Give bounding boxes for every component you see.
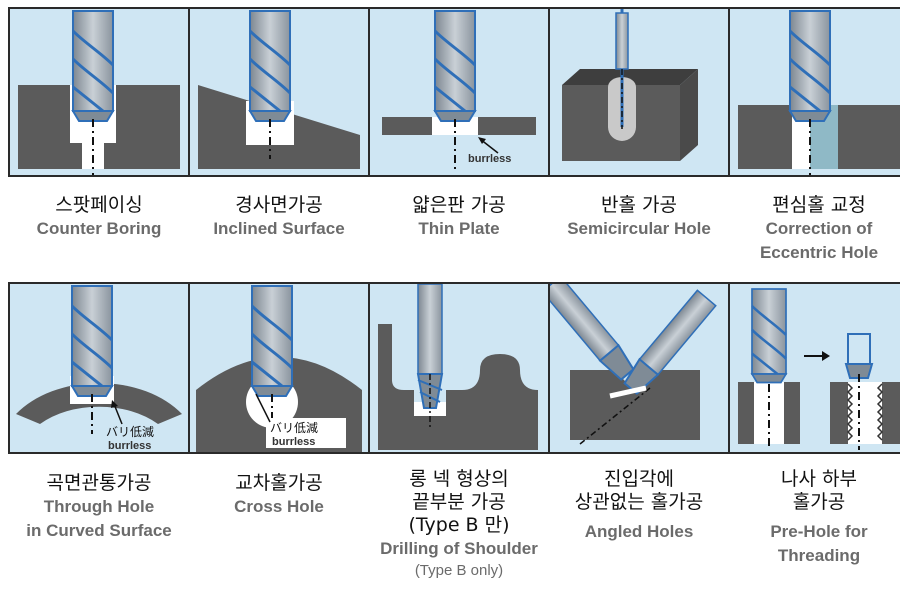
caption-en-line2: Threading xyxy=(777,546,861,565)
caption-ko-line2: 상관없는 홀가공 xyxy=(574,491,704,513)
caption-en: Counter Boring xyxy=(36,219,162,238)
panel-angled-holes xyxy=(548,282,730,454)
caption-angled-holes: 진입각에 상관없는 홀가공 Angled Holes xyxy=(548,468,730,544)
panel-shoulder-drilling xyxy=(368,282,550,454)
eccentric-hole-illustration xyxy=(738,9,900,175)
burrless-label: burrless xyxy=(108,440,151,452)
caption-thin-plate: 얇은판 가공 Thin Plate xyxy=(368,194,550,241)
bari-label: バリ低減 xyxy=(106,424,154,439)
caption-en-line2: (Type B only) xyxy=(414,562,504,579)
caption-ko: 스팟페이싱 xyxy=(55,194,143,216)
caption-inclined-surface: 경사면가공 Inclined Surface xyxy=(188,194,370,241)
inclined-surface-illustration xyxy=(198,9,360,169)
panel-thin-plate: burrless xyxy=(368,7,550,177)
panel-cross-hole: バリ低減 burrless xyxy=(188,282,370,454)
caption-en: Drilling of Shoulder xyxy=(380,539,538,558)
caption-en-line2: Eccentric Hole xyxy=(759,243,879,262)
panel-curved-surface: バリ低減 burrless xyxy=(8,282,190,454)
caption-ko-line2: 홀가공 xyxy=(792,491,846,513)
caption-curved-surface: 곡면관통가공 Through Hole in Curved Surface xyxy=(8,472,190,543)
cross-hole-illustration: バリ低減 burrless xyxy=(196,284,362,452)
end-mill-icon xyxy=(71,9,115,123)
caption-en: Pre-Hole for xyxy=(770,522,868,541)
end-mill-icon xyxy=(788,9,832,123)
caption-en: Semicircular Hole xyxy=(567,219,711,238)
curved-surface-illustration: バリ低減 burrless xyxy=(16,284,182,452)
caption-ko-line3: (Type B 만) xyxy=(408,514,510,536)
panel-pre-hole-threading xyxy=(728,282,900,454)
caption-shoulder-drilling: 롱 넥 형상의 끝부분 가공 (Type B 만) Drilling of Sh… xyxy=(368,468,550,581)
caption-ko-line2: 끝부분 가공 xyxy=(412,491,506,513)
shoulder-drilling-illustration xyxy=(378,284,538,450)
caption-pre-hole-threading: 나사 하부 홀가공 Pre-Hole for Threading xyxy=(728,468,900,568)
caption-ko: 경사면가공 xyxy=(235,194,323,216)
caption-ko: 편심홀 교정 xyxy=(772,194,866,216)
caption-ko: 교차홀가공 xyxy=(235,472,323,494)
caption-cross-hole: 교차홀가공 Cross Hole xyxy=(188,472,370,519)
bari-label: バリ低減 xyxy=(270,420,318,435)
caption-en: Thin Plate xyxy=(418,219,500,238)
caption-en: Through Hole xyxy=(43,497,155,516)
angled-holes-illustration xyxy=(550,284,717,445)
thin-plate-illustration: burrless xyxy=(382,9,536,169)
end-mill-icon xyxy=(750,287,788,384)
pre-hole-threading-illustration xyxy=(738,287,900,450)
panel-inclined-surface xyxy=(188,7,370,177)
end-mill-icon xyxy=(250,284,294,398)
caption-en: Angled Holes xyxy=(584,522,694,541)
caption-ko: 곡면관통가공 xyxy=(46,472,152,494)
caption-en: Correction of xyxy=(765,219,873,238)
caption-en: Inclined Surface xyxy=(213,219,345,238)
panel-counter-boring xyxy=(8,7,190,177)
semicircular-hole-illustration xyxy=(562,9,698,161)
end-mill-icon xyxy=(70,284,114,398)
end-mill-icon xyxy=(248,9,292,123)
end-mill-icon xyxy=(433,9,477,123)
caption-ko: 나사 하부 xyxy=(781,468,857,490)
panel-semicircular-hole xyxy=(548,7,730,177)
caption-en: Cross Hole xyxy=(234,497,324,516)
panel-eccentric-hole xyxy=(728,7,900,177)
counter-boring-illustration xyxy=(18,9,180,175)
caption-ko: 반홀 가공 xyxy=(601,194,677,216)
burrless-label: burrless xyxy=(272,436,315,448)
caption-ko: 얇은판 가공 xyxy=(412,194,506,216)
caption-counter-boring: 스팟페이싱 Counter Boring xyxy=(8,194,190,241)
burrless-label: burrless xyxy=(468,153,511,165)
caption-semicircular-hole: 반홀 가공 Semicircular Hole xyxy=(548,194,730,241)
caption-ko: 롱 넥 형상의 xyxy=(409,468,509,490)
caption-ko: 진입각에 xyxy=(604,468,674,490)
caption-eccentric-hole: 편심홀 교정 Correction of Eccentric Hole xyxy=(728,194,900,265)
caption-en-line2: in Curved Surface xyxy=(26,521,172,540)
